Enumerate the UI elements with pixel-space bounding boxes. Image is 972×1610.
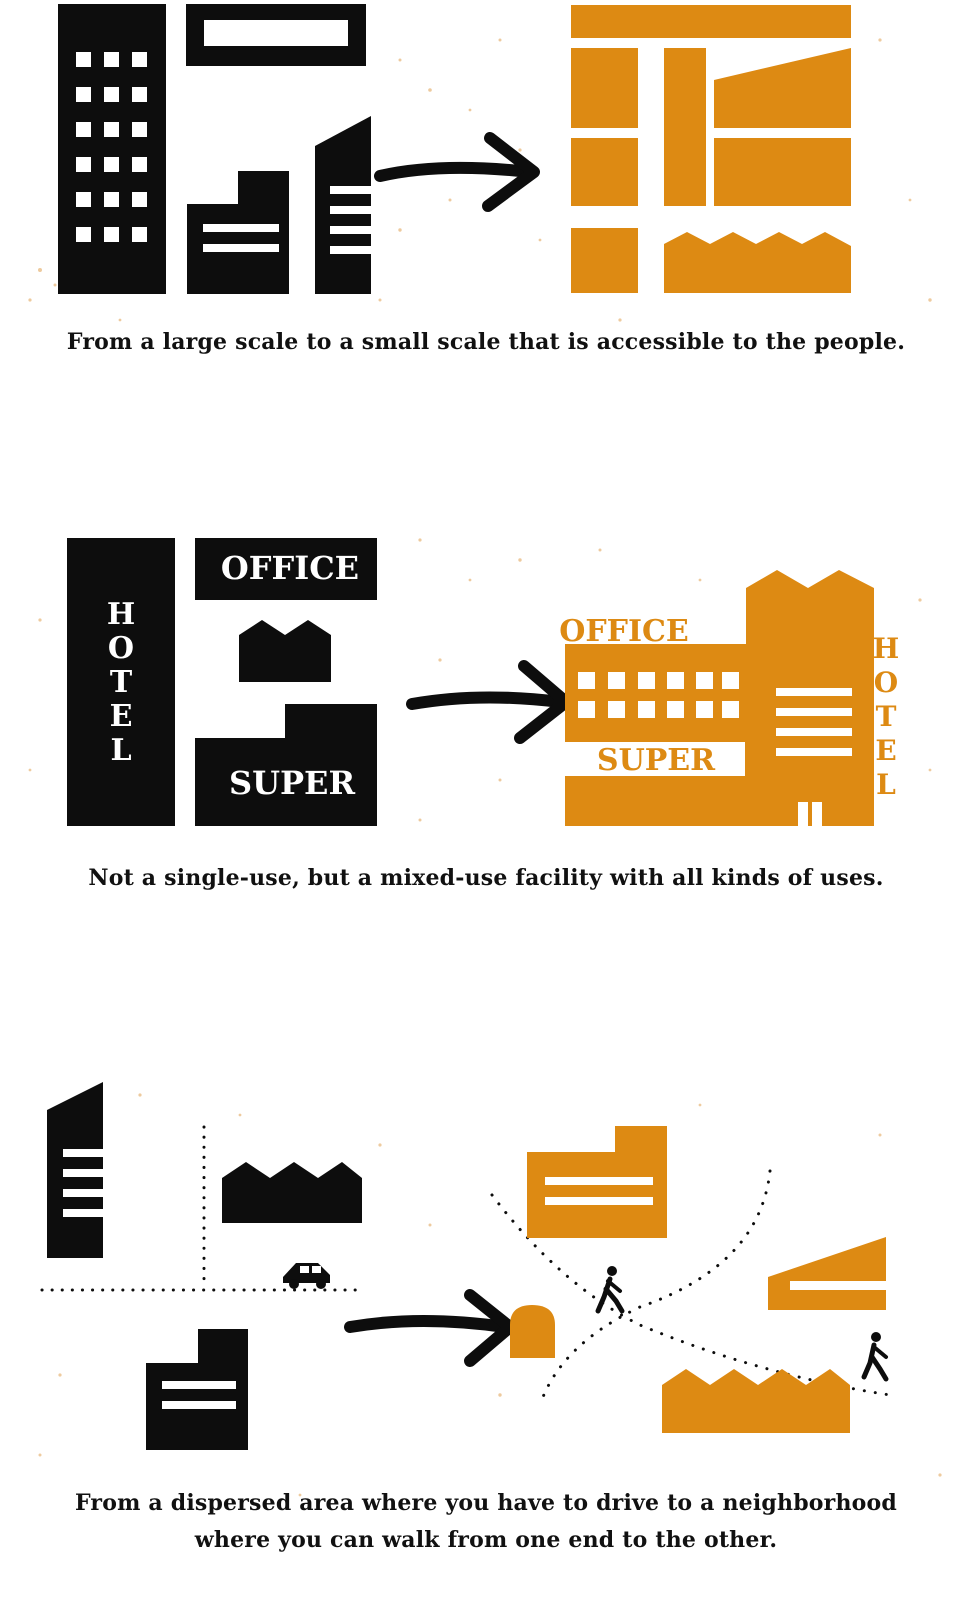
stepped-building-icon (146, 1329, 248, 1450)
factory-icon (222, 1162, 362, 1223)
super-label: SUPER (229, 764, 355, 802)
speckle-texture (28, 38, 932, 322)
hotel-building: H O T E L (67, 538, 175, 826)
skyscraper-icon (58, 4, 166, 294)
caption-scale: From a large scale to a small scale that… (66, 329, 906, 355)
super-building: SUPER (195, 704, 377, 826)
hotel-letter-mixed: T (876, 700, 897, 733)
hotel-letter-mixed: E (875, 734, 896, 767)
walking-path (490, 1169, 892, 1407)
arrow-right-icon (374, 132, 540, 212)
office-building: OFFICE (195, 538, 377, 600)
stepped-building-icon (187, 171, 289, 294)
speckle-texture (28, 538, 932, 822)
small-scale-blocks (571, 5, 851, 293)
slanted-tower-icon (47, 1082, 103, 1258)
arrow-right-icon (344, 1289, 516, 1367)
hotel-letter-mixed: O (874, 666, 898, 699)
walkable-diagram (38, 1082, 942, 1497)
panel-scale: From a large scale to a small scale that… (0, 0, 972, 380)
hotel-letter: H (107, 597, 135, 632)
caption-mixed-use: Not a single-use, but a mixed-use facili… (88, 865, 884, 891)
hotel-letter: T (110, 665, 133, 700)
car-icon (283, 1263, 330, 1289)
house-icon (239, 620, 331, 682)
hotel-letter-mixed: L (876, 768, 896, 801)
mixed-use-complex: OFFICE SUPER H O T E L (559, 570, 899, 826)
hotel-letter: O (108, 631, 134, 666)
pedestrian-icon (861, 1332, 889, 1382)
panel-walkable: From a dispersed area where you have to … (0, 1075, 972, 1610)
scale-diagram (28, 4, 932, 322)
mixed-use-diagram: H O T E L OFFICE SUPER OFFICE (28, 538, 932, 826)
neighborhood-buildings (510, 1126, 886, 1433)
super-label-mixed: SUPER (597, 743, 716, 778)
caption-walkable-line1: From a dispersed area where you have to … (75, 1490, 897, 1516)
slanted-tower-icon (315, 116, 371, 294)
hotel-letter-mixed: H (873, 632, 899, 665)
speckle-texture (38, 1093, 942, 1497)
slab-building-icon (186, 4, 366, 66)
hotel-letter: E (110, 699, 133, 734)
office-label-mixed: OFFICE (559, 614, 689, 649)
caption-walkable-line2: where you can walk from one end to the o… (194, 1527, 778, 1553)
panel-mixed-use: H O T E L OFFICE SUPER OFFICE (0, 520, 972, 900)
arrow-right-icon (406, 660, 572, 744)
pedestrian-icon (595, 1266, 625, 1314)
hotel-floor-stripes (776, 688, 852, 826)
hotel-letter: L (110, 733, 131, 768)
office-windows (578, 672, 739, 718)
office-label: OFFICE (221, 549, 359, 587)
dotted-road (40, 1125, 362, 1292)
